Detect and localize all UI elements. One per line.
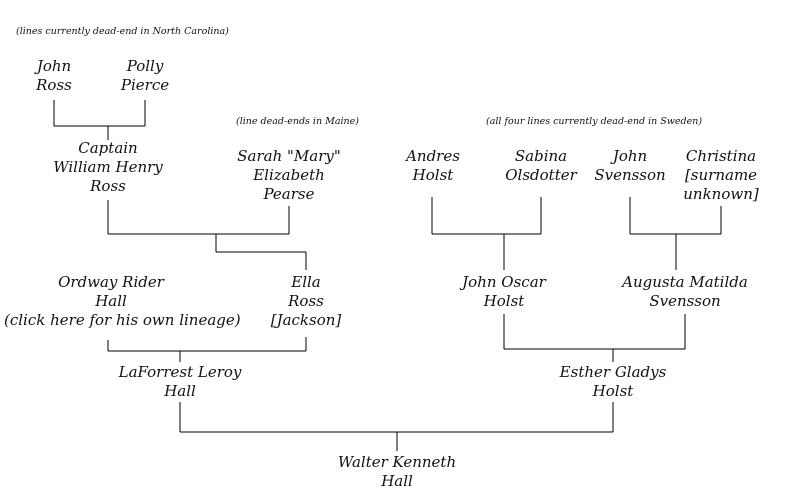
name-line: [surname [684, 166, 758, 184]
name-line: Svensson [649, 292, 721, 310]
name-line: Ross [90, 177, 126, 195]
name-line: Holst [412, 166, 454, 184]
name-line: Andres [406, 147, 460, 165]
name-line: LaForrest Leroy [118, 363, 242, 381]
person-william-henry-ross: Captain William Henry Ross [38, 139, 178, 196]
name-line: Ross [36, 76, 72, 94]
name-line: John Oscar [462, 273, 546, 291]
person-john-svensson: John Svensson [590, 147, 670, 185]
name-line: Sarah "Mary" [237, 147, 341, 165]
name-line: Ella [291, 273, 321, 291]
name-line: [Jackson] [270, 311, 342, 329]
person-john-ross: John Ross [14, 57, 94, 95]
name-line: Olsdotter [505, 166, 577, 184]
name-line: John [612, 147, 648, 165]
name-line: Ross [288, 292, 324, 310]
name-line: Captain [78, 139, 138, 157]
note-maine: (line dead-ends in Maine) [236, 116, 359, 127]
name-line: John [36, 57, 72, 75]
name-line: Pearse [263, 185, 315, 203]
person-laforrest-hall: LaForrest Leroy Hall [110, 363, 250, 401]
name-line: Esther Gladys [559, 363, 667, 381]
name-line: Sabina [514, 147, 568, 165]
name-line: Svensson [594, 166, 666, 184]
person-esther-holst: Esther Gladys Holst [548, 363, 678, 401]
note-north-carolina: (lines currently dead-end in North Carol… [16, 26, 229, 37]
name-line: Holst [483, 292, 525, 310]
name-line: unknown] [683, 185, 759, 203]
name-line: Christina [685, 147, 757, 165]
name-line: Elizabeth [253, 166, 325, 184]
person-sabina-olsdotter: Sabina Olsdotter [496, 147, 586, 185]
person-walter-hall: Walter Kenneth Hall [327, 453, 467, 491]
name-line: Pierce [120, 76, 170, 94]
person-andres-holst: Andres Holst [393, 147, 473, 185]
person-christina: Christina [surname unknown] [678, 147, 764, 204]
person-polly-pierce: Polly Pierce [105, 57, 185, 95]
person-ordway-hall: Ordway Rider Hall (click here for his ow… [4, 273, 241, 330]
name-line: Holst [592, 382, 634, 400]
ordway-lineage-link[interactable]: (click here for his own lineage) [4, 311, 241, 329]
name-line: Ordway Rider [58, 273, 164, 291]
name-line: William Henry [53, 158, 163, 176]
name-line: Hall [381, 472, 413, 490]
name-line: Hall [164, 382, 196, 400]
note-sweden: (all four lines currently dead-end in Sw… [486, 116, 703, 127]
name-line: Polly [126, 57, 164, 75]
person-ella-ross: Ella Ross [Jackson] [266, 273, 346, 330]
name-line: Hall [95, 292, 127, 310]
person-sarah-pearse: Sarah "Mary" Elizabeth Pearse [224, 147, 354, 204]
person-john-oscar-holst: John Oscar Holst [449, 273, 559, 311]
name-line: Walter Kenneth [337, 453, 457, 471]
person-augusta-svensson: Augusta Matilda Svensson [615, 273, 755, 311]
name-line: Augusta Matilda [622, 273, 748, 291]
